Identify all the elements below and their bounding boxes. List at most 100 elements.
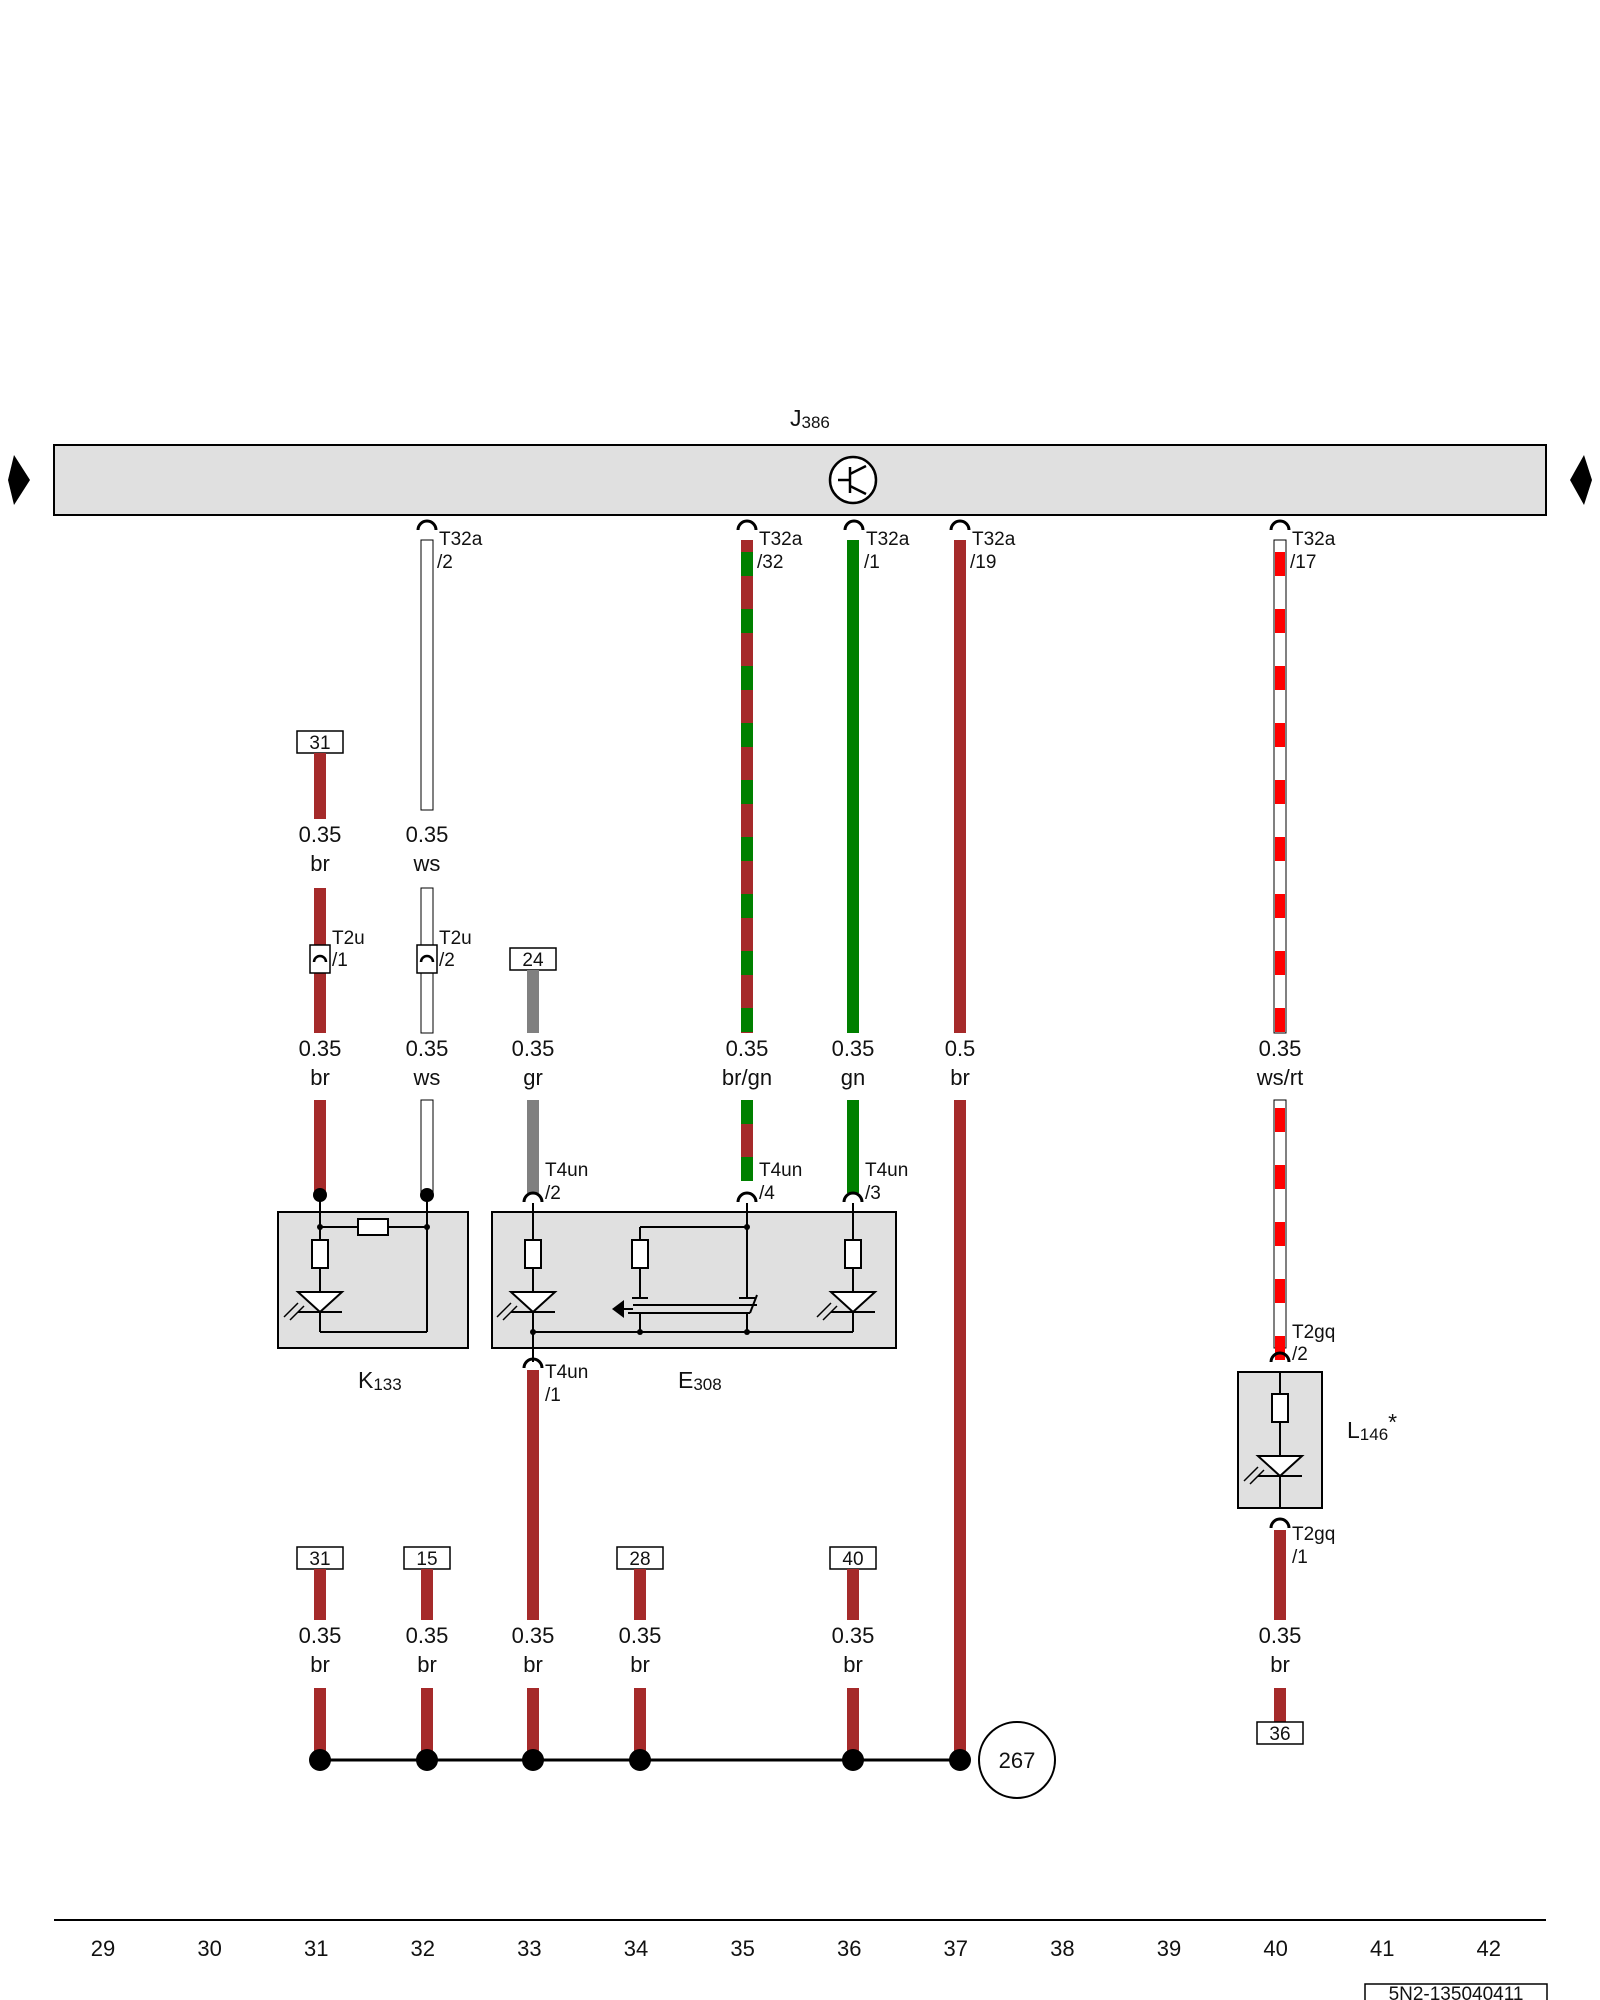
svg-text:br: br: [950, 1065, 970, 1090]
svg-text:/2: /2: [545, 1183, 561, 1204]
svg-text:T4un: T4un: [545, 1160, 588, 1181]
wire-br-05: [954, 540, 966, 1033]
bottom-wire-1: 15 0.35 br: [403, 1546, 451, 1771]
label-gn: 0.35 gn: [832, 1036, 875, 1090]
bottom-wire-0: 31 0.35 br: [296, 1546, 344, 1771]
bottom-wire-ref: 15: [416, 1549, 437, 1570]
bottom-wire-color: br: [630, 1652, 650, 1677]
svg-text:/1: /1: [545, 1385, 561, 1406]
bottom-wire-size: 0.35: [512, 1623, 555, 1648]
column-number: 39: [1157, 1936, 1181, 1961]
svg-text:br/gn: br/gn: [722, 1065, 772, 1090]
svg-text:/1: /1: [1292, 1547, 1308, 1568]
ground-point-267[interactable]: 267: [978, 1721, 1056, 1799]
svg-text:0.35: 0.35: [726, 1036, 769, 1061]
e308-label: E308: [678, 1367, 722, 1394]
label-ws-rt: 0.35 ws/rt: [1256, 1036, 1303, 1090]
connector-t32a-19: T32a /19: [949, 519, 1016, 573]
connector-t4un-3: T4un /3: [842, 1160, 908, 1204]
svg-text:5N2-135040411: 5N2-135040411: [1389, 1984, 1524, 2000]
wire-gn: [847, 540, 859, 1193]
svg-text:ws/rt: ws/rt: [1256, 1065, 1303, 1090]
l146-label: L146*: [1347, 1409, 1397, 1444]
wire-ws-rt: [1273, 539, 1287, 1360]
svg-text:36: 36: [1269, 1724, 1290, 1745]
label-ws-top: 0.35 ws: [406, 822, 449, 876]
svg-text:/3: /3: [865, 1183, 881, 1204]
doc-id: 5N2-135040411: [1364, 1983, 1548, 2000]
column-number: 42: [1477, 1936, 1501, 1961]
page-prev-arrow-icon[interactable]: [8, 455, 30, 505]
svg-text:T32a: T32a: [439, 529, 483, 550]
svg-text:gn: gn: [841, 1065, 865, 1090]
k133-label: K133: [358, 1367, 402, 1394]
bottom-wire-size: 0.35: [832, 1623, 875, 1648]
column-number: 30: [197, 1936, 221, 1961]
label-k133-feed-top: 0.35 br: [299, 822, 342, 876]
svg-text:T32a: T32a: [759, 529, 803, 550]
ecu-transistor-icon: [828, 455, 878, 505]
wire-l146-ground-bot: [1274, 1688, 1286, 1724]
bottom-wire-size: 0.35: [299, 1623, 342, 1648]
bottom-wire-color: br: [310, 1652, 330, 1677]
svg-text:T2u: T2u: [439, 928, 472, 949]
svg-text:/17: /17: [1290, 552, 1316, 573]
svg-text:267: 267: [999, 1748, 1036, 1773]
wire-br-gn: [741, 540, 753, 1181]
svg-text:/4: /4: [759, 1183, 775, 1204]
label-br-05: 0.5 br: [945, 1036, 976, 1090]
column-number: 34: [624, 1936, 648, 1961]
component-e308: [491, 1203, 897, 1362]
label-k133-feed-bot: 0.35 br: [299, 1036, 342, 1090]
svg-text:/19: /19: [970, 552, 996, 573]
wire-gr: 24: [509, 947, 557, 1193]
svg-text:ws: ws: [413, 1065, 441, 1090]
bottom-wire-color: br: [523, 1652, 543, 1677]
connector-t4un-4: T4un /4: [736, 1160, 802, 1204]
svg-text:T2gq: T2gq: [1292, 1524, 1335, 1545]
connector-t32a-32: T32a /32: [736, 519, 803, 573]
ecu-box: [53, 444, 1547, 516]
svg-text:T32a: T32a: [866, 529, 910, 550]
svg-text:br: br: [310, 1065, 330, 1090]
svg-text:/32: /32: [757, 552, 783, 573]
label-gr: 0.35 gr: [512, 1036, 555, 1090]
svg-text:/2: /2: [1292, 1344, 1308, 1365]
ref-36: 36: [1256, 1721, 1304, 1745]
svg-text:br: br: [1270, 1652, 1290, 1677]
connector-t2gq-2: T2gq /2: [1269, 1322, 1335, 1365]
svg-text:24: 24: [522, 950, 544, 971]
bottom-wire-color: br: [417, 1652, 437, 1677]
connector-t2u-2: T2u /2: [416, 928, 472, 974]
label-br-gn: 0.35 br/gn: [722, 1036, 772, 1090]
svg-text:T2gq: T2gq: [1292, 1322, 1335, 1343]
svg-text:/2: /2: [439, 950, 455, 971]
column-number: 33: [517, 1936, 541, 1961]
svg-text:/1: /1: [332, 950, 348, 971]
column-number: 41: [1370, 1936, 1394, 1961]
page-next-arrow-icon[interactable]: [1570, 455, 1592, 505]
svg-text:0.35: 0.35: [299, 822, 342, 847]
svg-text:0.35: 0.35: [832, 1036, 875, 1061]
svg-text:T32a: T32a: [1292, 529, 1336, 550]
connector-t32a-2: T32a /2: [416, 519, 483, 573]
column-number: 32: [411, 1936, 435, 1961]
column-number: 40: [1263, 1936, 1287, 1961]
connector-t2gq-1: T2gq /1: [1269, 1517, 1335, 1568]
bottom-wire-ref: 31: [309, 1549, 330, 1570]
svg-text:0.5: 0.5: [945, 1036, 976, 1061]
bottom-wire-size: 0.35: [406, 1623, 449, 1648]
svg-text:0.35: 0.35: [1259, 1036, 1302, 1061]
wire-e308-ground: [527, 1370, 539, 1620]
column-number: 36: [837, 1936, 861, 1961]
svg-text:/2: /2: [437, 552, 453, 573]
svg-text:0.35: 0.35: [299, 1036, 342, 1061]
svg-text:gr: gr: [523, 1065, 543, 1090]
column-number: 38: [1050, 1936, 1074, 1961]
svg-text:0.35: 0.35: [1259, 1623, 1302, 1648]
connector-t2u-1: T2u /1: [309, 928, 365, 974]
connector-t32a-17: T32a /17: [1269, 519, 1336, 573]
svg-text:ws: ws: [413, 851, 441, 876]
